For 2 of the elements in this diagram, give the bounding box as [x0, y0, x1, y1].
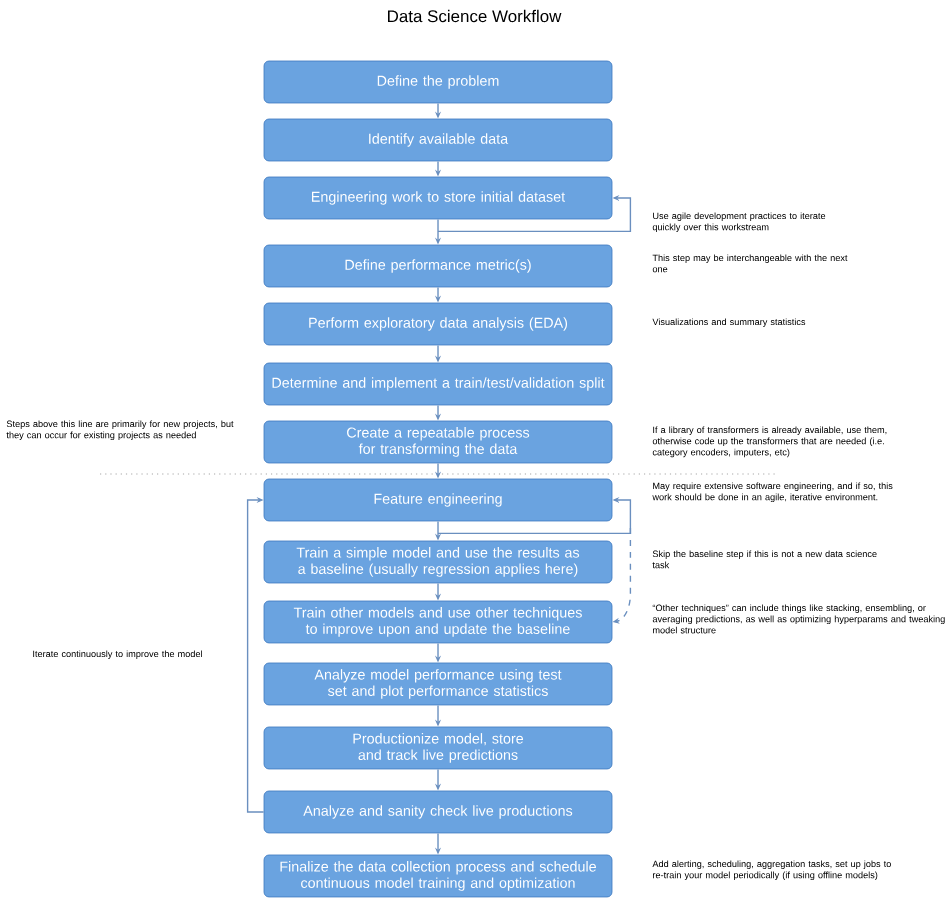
arrow: [246, 496, 265, 813]
title: Data Science Workflow: [388, 9, 562, 23]
